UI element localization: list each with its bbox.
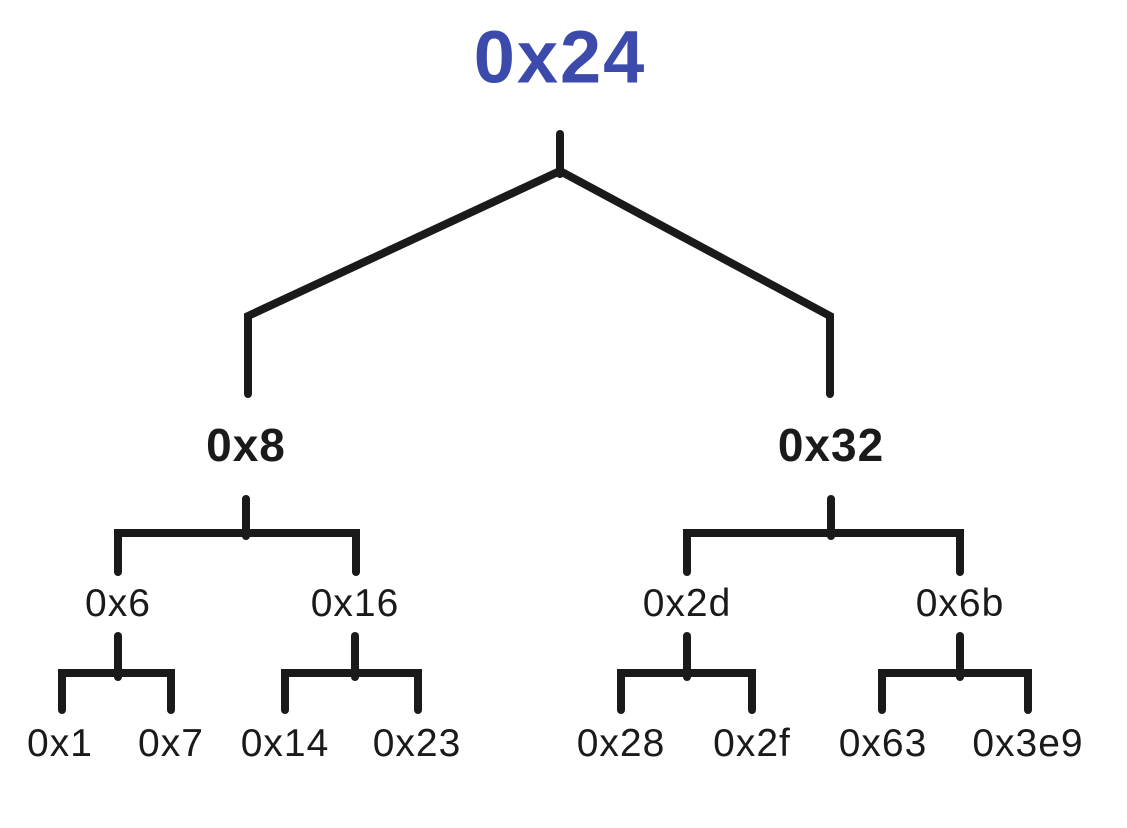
tree-leaf-4: 0x23 (372, 722, 462, 765)
tree-leaf-5: 0x28 (576, 722, 666, 765)
tree-leaf-8: 0x3e9 (972, 722, 1084, 765)
tree-node-left: 0x8 (206, 419, 286, 471)
connector-0x6-bracket (58, 669, 175, 714)
tree-leaf-2: 0x7 (138, 722, 204, 765)
tree-node-left-left: 0x6 (85, 582, 151, 625)
tree-leaf-1: 0x1 (27, 722, 93, 765)
tree-leaf-6: 0x2f (713, 722, 791, 765)
connector-0x16-bracket (281, 669, 422, 714)
connector-0x8-bracket (114, 529, 360, 576)
connector-0x6b-bracket (878, 669, 1032, 714)
connector-0x32-bracket (683, 529, 964, 576)
tree-leaf-7: 0x63 (838, 722, 928, 765)
tree-leaf-3: 0x14 (240, 722, 330, 765)
tree-node-right-left: 0x2d (642, 582, 732, 625)
connector-root-fan (244, 166, 834, 398)
tree-node-left-right: 0x16 (310, 582, 400, 625)
tree-node-right-right: 0x6b (915, 582, 1005, 625)
connector-0x2d-bracket (617, 669, 756, 714)
tree-node-right: 0x32 (777, 419, 885, 471)
tree-node-root: 0x24 (473, 15, 647, 99)
